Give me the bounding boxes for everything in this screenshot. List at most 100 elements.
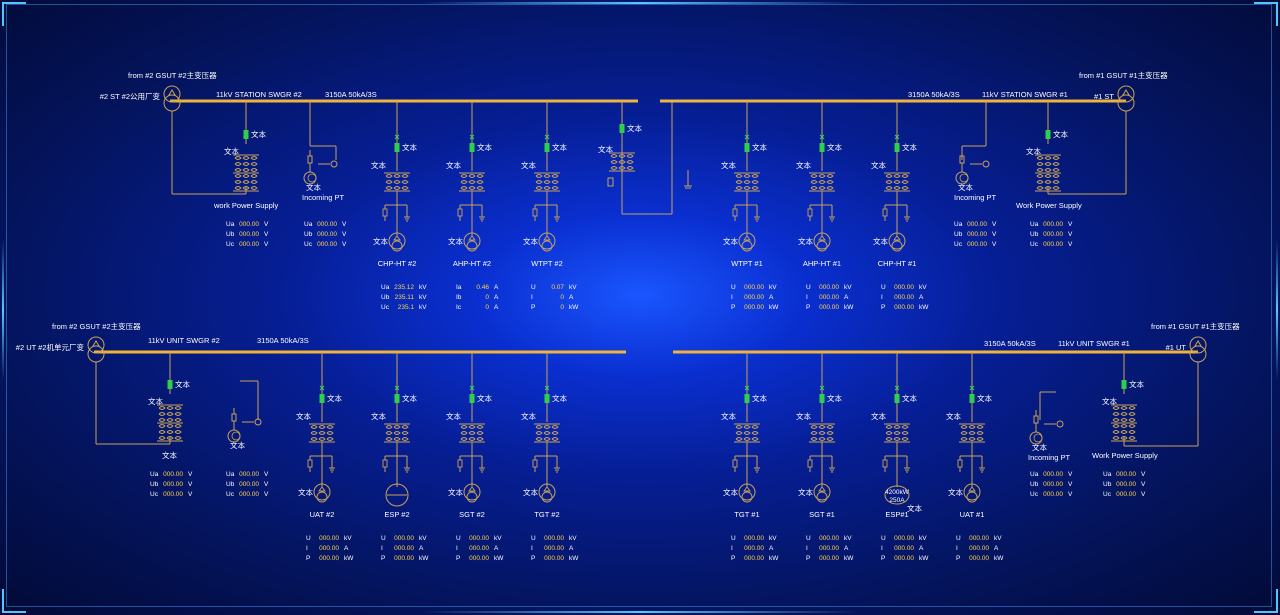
- breaker-icon: [544, 394, 550, 403]
- ct-icon: [535, 180, 543, 184]
- ct-icon: [901, 437, 909, 441]
- breaker-icon: [394, 143, 400, 152]
- meter-label: Ub: [150, 481, 159, 488]
- meter-label: Ua: [304, 221, 313, 228]
- ct-icon: [1052, 174, 1060, 178]
- source-name: #1 ST: [1094, 92, 1114, 101]
- source-from: from #1 GSUT #1主变压器: [1151, 321, 1240, 331]
- ct-icon: [234, 168, 242, 172]
- meter-unit: V: [264, 231, 269, 238]
- delta-icon: [1194, 340, 1202, 347]
- ct-icon: [551, 431, 559, 435]
- meter-value: 0: [485, 294, 489, 301]
- meter-value: 235.1: [398, 304, 415, 311]
- meter-label: P: [806, 555, 810, 562]
- ct-icon: [618, 160, 626, 164]
- ct-icon: [543, 437, 551, 441]
- meter-value: 000.00: [1043, 481, 1063, 488]
- ct-icon: [460, 431, 468, 435]
- ct-icon: [1044, 168, 1052, 172]
- ct-icon: [1044, 174, 1052, 178]
- meter-unit: A: [494, 294, 499, 301]
- ground-icon: [479, 467, 485, 473]
- ct-icon: [242, 174, 250, 178]
- meter-label: U: [881, 535, 886, 542]
- meter-value: 000.00: [319, 545, 339, 552]
- ground-icon: [979, 467, 985, 473]
- ct-icon: [893, 425, 901, 429]
- meter-value: 000.00: [819, 535, 839, 542]
- meter-label: U: [806, 535, 811, 542]
- placeholder-label: 文本: [798, 236, 813, 246]
- ct-icon: [826, 425, 834, 429]
- meter-unit: V: [992, 231, 997, 238]
- placeholder-label: 文本: [902, 142, 917, 152]
- ct-icon: [242, 162, 250, 166]
- ct-icon: [174, 430, 182, 434]
- meter-value: 000.00: [744, 555, 764, 562]
- placeholder-label: 文本: [902, 393, 917, 403]
- feeder-name: CHP-HT #1: [878, 259, 917, 268]
- ct-icon: [810, 180, 818, 184]
- meter-label: P: [531, 555, 535, 562]
- ct-icon: [893, 437, 901, 441]
- frame-accent: [1276, 240, 1278, 380]
- ct-icon: [158, 424, 166, 428]
- meter-value: 235.12: [394, 284, 414, 291]
- meter-value: 000.00: [317, 241, 337, 248]
- placeholder-label: 文本: [752, 393, 767, 403]
- ct-icon: [885, 431, 893, 435]
- meter-value: 000.00: [744, 545, 764, 552]
- meter-unit: kW: [769, 555, 779, 562]
- meter-unit: kV: [844, 535, 852, 542]
- transformer-icon: [313, 483, 331, 501]
- meter-unit: V: [1141, 471, 1146, 478]
- meter-value: 000.00: [894, 545, 914, 552]
- ct-icon: [1128, 436, 1136, 440]
- transformer-icon: [87, 336, 105, 354]
- ct-icon: [1128, 406, 1136, 410]
- ct-icon: [751, 425, 759, 429]
- transformer-icon: [163, 94, 181, 112]
- placeholder-label: 文本: [523, 236, 538, 246]
- ct-icon: [976, 431, 984, 435]
- ct-icon: [401, 186, 409, 190]
- transformer-icon: [538, 483, 556, 501]
- meter-label: Ua: [226, 471, 235, 478]
- ct-icon: [393, 431, 401, 435]
- ct-icon: [893, 174, 901, 178]
- ct-icon: [468, 425, 476, 429]
- breaker-icon: [319, 394, 325, 403]
- meter-unit: V: [1141, 481, 1146, 488]
- breaker-icon: [894, 143, 900, 152]
- meter-unit: V: [1068, 221, 1073, 228]
- ct-icon: [158, 406, 166, 410]
- ct-icon: [385, 186, 393, 190]
- fuse-icon: [1033, 415, 1039, 424]
- ct-icon: [1120, 430, 1128, 434]
- ct-icon: [166, 430, 174, 434]
- feeder-name: TGT #1: [734, 510, 759, 519]
- meter-label: Ub: [304, 231, 313, 238]
- ct-icon: [476, 437, 484, 441]
- ct-icon: [535, 437, 543, 441]
- meter-unit: V: [264, 491, 269, 498]
- ct-icon: [318, 431, 326, 435]
- ct-icon: [174, 412, 182, 416]
- meter-label: P: [731, 304, 735, 311]
- meter-label: P: [731, 555, 735, 562]
- ground-icon: [404, 467, 410, 473]
- meter-label: Uc: [304, 241, 313, 248]
- ct-icon: [618, 166, 626, 170]
- ct-icon: [385, 180, 393, 184]
- meter-unit: kW: [419, 555, 429, 562]
- ct-icon: [158, 412, 166, 416]
- meter-unit: V: [264, 241, 269, 248]
- meter-unit: kW: [919, 304, 929, 311]
- ct-icon: [393, 437, 401, 441]
- meter-value: 000.00: [239, 231, 259, 238]
- placeholder-label: 文本: [296, 411, 311, 421]
- placeholder-label: 文本: [1129, 379, 1145, 389]
